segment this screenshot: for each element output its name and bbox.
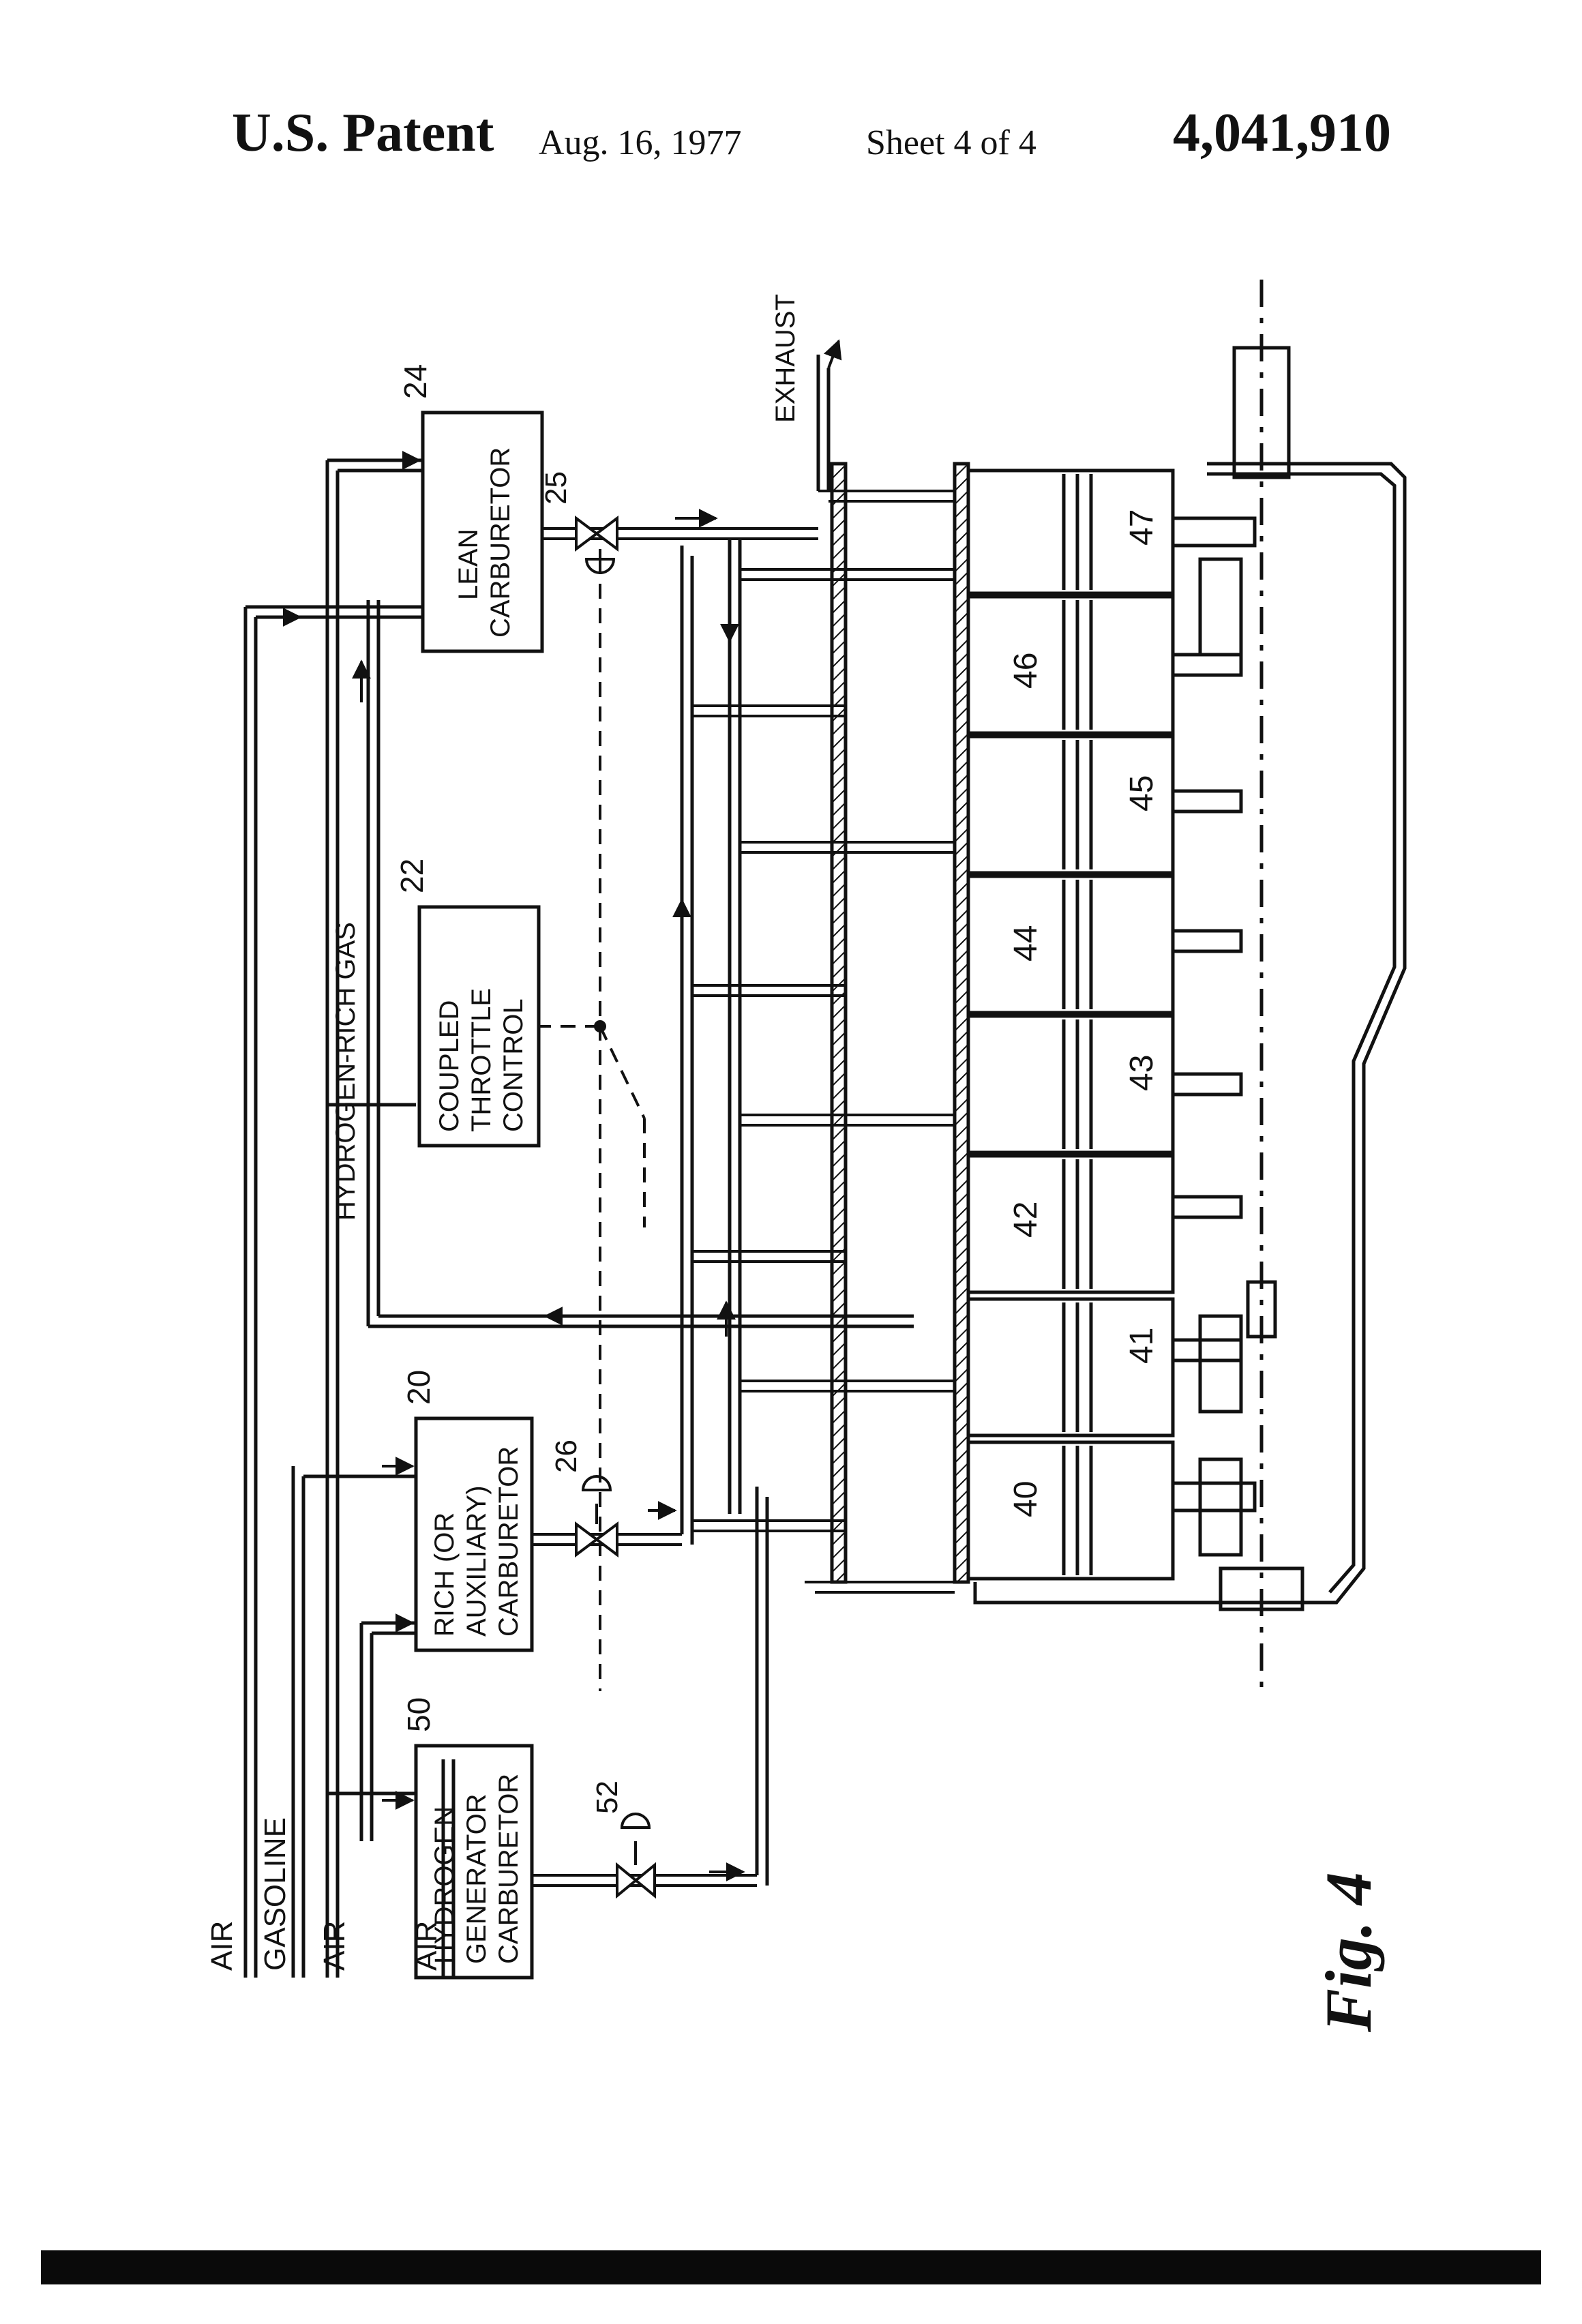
input-label-air-2: AIR bbox=[318, 1921, 351, 1971]
linkage-junction bbox=[594, 1020, 606, 1032]
figure-label: Fig. 4 bbox=[1312, 1872, 1385, 2033]
valve-26-ref: 26 bbox=[550, 1440, 583, 1473]
rich-carburetor-ref: 20 bbox=[401, 1370, 436, 1405]
valve-25-ref: 25 bbox=[539, 471, 573, 505]
lean-carburetor-line-2: CARBURETOR bbox=[486, 447, 516, 638]
cylinder-ref-45: 45 bbox=[1124, 775, 1160, 811]
runner-lines bbox=[692, 491, 955, 1592]
cylinder-ref-41: 41 bbox=[1124, 1328, 1160, 1364]
block-rich-carburetor: RICH (OR AUXILIARY) CARBURETOR 20 bbox=[401, 1370, 532, 1650]
cylinder-ref-46: 46 bbox=[1008, 653, 1044, 689]
valve-52 bbox=[532, 1814, 757, 1896]
lean-carburetor-line-1: LEAN bbox=[453, 529, 483, 601]
hydrogen-rich-gas-label: HYDROGEN-RICH GAS bbox=[331, 922, 361, 1221]
hydrogen-generator-line-2: GENERATOR bbox=[462, 1793, 492, 1964]
valve-52-ref: 52 bbox=[591, 1781, 624, 1814]
cylinder-ref-42: 42 bbox=[1008, 1202, 1044, 1238]
exhaust-label: EXHAUST bbox=[771, 294, 801, 423]
hydrogen-generator-ref: 50 bbox=[401, 1697, 436, 1732]
hydrogen-generator-line-3: CARBURETOR bbox=[494, 1774, 524, 1964]
lean-carburetor-ref: 24 bbox=[398, 364, 433, 399]
input-label-gasoline: GASOLINE bbox=[258, 1817, 292, 1971]
coupled-throttle-ref: 22 bbox=[394, 859, 430, 893]
cylinder-ref-44: 44 bbox=[1008, 925, 1044, 962]
coupled-throttle-line-2: THROTTLE bbox=[466, 988, 496, 1132]
rich-carburetor-line-3: CARBURETOR bbox=[494, 1446, 524, 1637]
cylinder-ref-47: 47 bbox=[1124, 509, 1160, 546]
page-bottom-bar bbox=[41, 2250, 1541, 2284]
coupled-throttle-line-3: CONTROL bbox=[498, 998, 528, 1132]
rich-carburetor-line-2: AUXILIARY) bbox=[462, 1485, 492, 1637]
throttle-linkage bbox=[539, 559, 644, 1691]
engine-block bbox=[832, 464, 1405, 1603]
crankshaft bbox=[1200, 280, 1302, 1691]
block-coupled-throttle: COUPLED THROTTLE CONTROL 22 bbox=[394, 859, 539, 1146]
cylinder-ref-40: 40 bbox=[1008, 1481, 1044, 1517]
input-label-air-1: AIR bbox=[205, 1921, 239, 1971]
rich-carburetor-line-1: RICH (OR bbox=[430, 1513, 460, 1637]
valve-26 bbox=[532, 1476, 682, 1555]
hydrogen-generator-line-1: HYDROGEN bbox=[430, 1806, 460, 1964]
cylinder-ref-43: 43 bbox=[1124, 1055, 1160, 1091]
coupled-throttle-line-1: COUPLED bbox=[434, 1000, 464, 1132]
